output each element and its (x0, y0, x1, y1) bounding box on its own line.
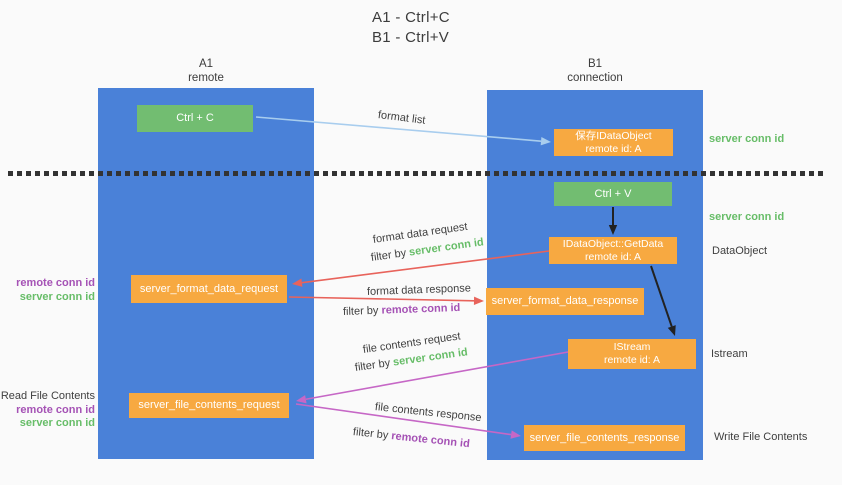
server-file-contents-response-label: server_file_contents_response (529, 431, 680, 444)
column-b-header: B1 connection (487, 57, 703, 85)
getdata-line2: remote id: A (584, 250, 642, 263)
server-file-contents-request-box: server_file_contents_request (129, 393, 289, 418)
column-a-name: A1 (198, 58, 214, 70)
ctrl-v-label: Ctrl + V (594, 187, 632, 200)
istream-box: IStream remote id: A (568, 339, 696, 369)
read-file-contents-label: Read File Contents (0, 390, 95, 402)
server-file-contents-response-box: server_file_contents_response (524, 425, 685, 451)
diagram-title: A1 - Ctrl+C B1 - Ctrl+V (372, 8, 450, 48)
title-line-b1: B1 - Ctrl+V (372, 29, 450, 46)
left-remote-conn-id-label-2: remote conn id (16, 403, 95, 416)
server-file-contents-request-label: server_file_contents_request (138, 399, 280, 411)
server-format-data-response-box: server_format_data_response (486, 288, 644, 315)
getdata-line1: IDataObject::GetData (562, 238, 664, 250)
remote-conn-id-text-1: remote conn id (381, 301, 461, 317)
ctrl-c-box: Ctrl + C (137, 105, 253, 132)
right-server-conn-id-top-label: server conn id (709, 133, 785, 145)
column-b-name: B1 (587, 58, 603, 70)
dataobject-label: DataObject (712, 245, 768, 257)
left-remote-conn-id-label: remote conn id (16, 277, 95, 289)
read-file-contents-labels: Read File Contents remote conn id server… (0, 390, 95, 431)
column-a-role: remote (188, 72, 224, 84)
format-data-response-arrow-head (473, 296, 484, 305)
left-server-conn-id-label-2: server conn id (19, 417, 95, 429)
save-idataobject-line1: 保存IDataObject (575, 130, 652, 142)
filter-by-text-2: filter by (342, 304, 382, 318)
filter-by-text-1: filter by (370, 246, 410, 264)
left-server-conn-id-label: server conn id (19, 290, 95, 303)
column-b-role: connection (567, 72, 623, 84)
idataobject-getdata-box: IDataObject::GetData remote id: A (549, 237, 677, 264)
file-response-filter-annotation: filter by remote conn id (352, 426, 470, 450)
save-idataobject-line2: remote id: A (585, 142, 642, 155)
file-contents-response-annotation: file contents response (374, 401, 483, 425)
format-data-response-arrow (288, 296, 475, 302)
column-a-header: A1 remote (98, 57, 314, 85)
format-list-annotation: format list (377, 109, 427, 127)
server-format-data-request-label: server_format_data_request (139, 282, 279, 295)
title-line-a1: A1 - Ctrl+C (372, 9, 450, 26)
left-conn-id-labels: remote conn id server conn id (0, 277, 95, 304)
format-data-response-annotation: format data response (366, 282, 472, 298)
write-file-contents-label: Write File Contents (714, 431, 808, 443)
filter-by-text-3: filter by (354, 356, 394, 374)
ctrl-c-label: Ctrl + C (176, 112, 214, 124)
ctrl-v-box: Ctrl + V (554, 182, 672, 206)
dotted-separator-line (8, 171, 825, 176)
server-format-data-response-label: server_format_data_response (491, 295, 639, 307)
server-conn-id-text-1: server conn id (408, 236, 485, 259)
filter-by-text-4: filter by (352, 426, 392, 442)
remote-conn-id-text-2: remote conn id (390, 430, 471, 451)
istream-line2: remote id: A (603, 354, 661, 366)
format-response-filter-annotation: filter by remote conn id (343, 302, 461, 318)
server-format-data-request-box: server_format_data_request (131, 275, 287, 303)
right-server-conn-id-mid-label: server conn id (709, 211, 785, 223)
save-idataobject-box: 保存IDataObject remote id: A (554, 129, 673, 156)
istream-label: Istream (711, 348, 748, 360)
istream-line1: IStream (613, 341, 651, 353)
